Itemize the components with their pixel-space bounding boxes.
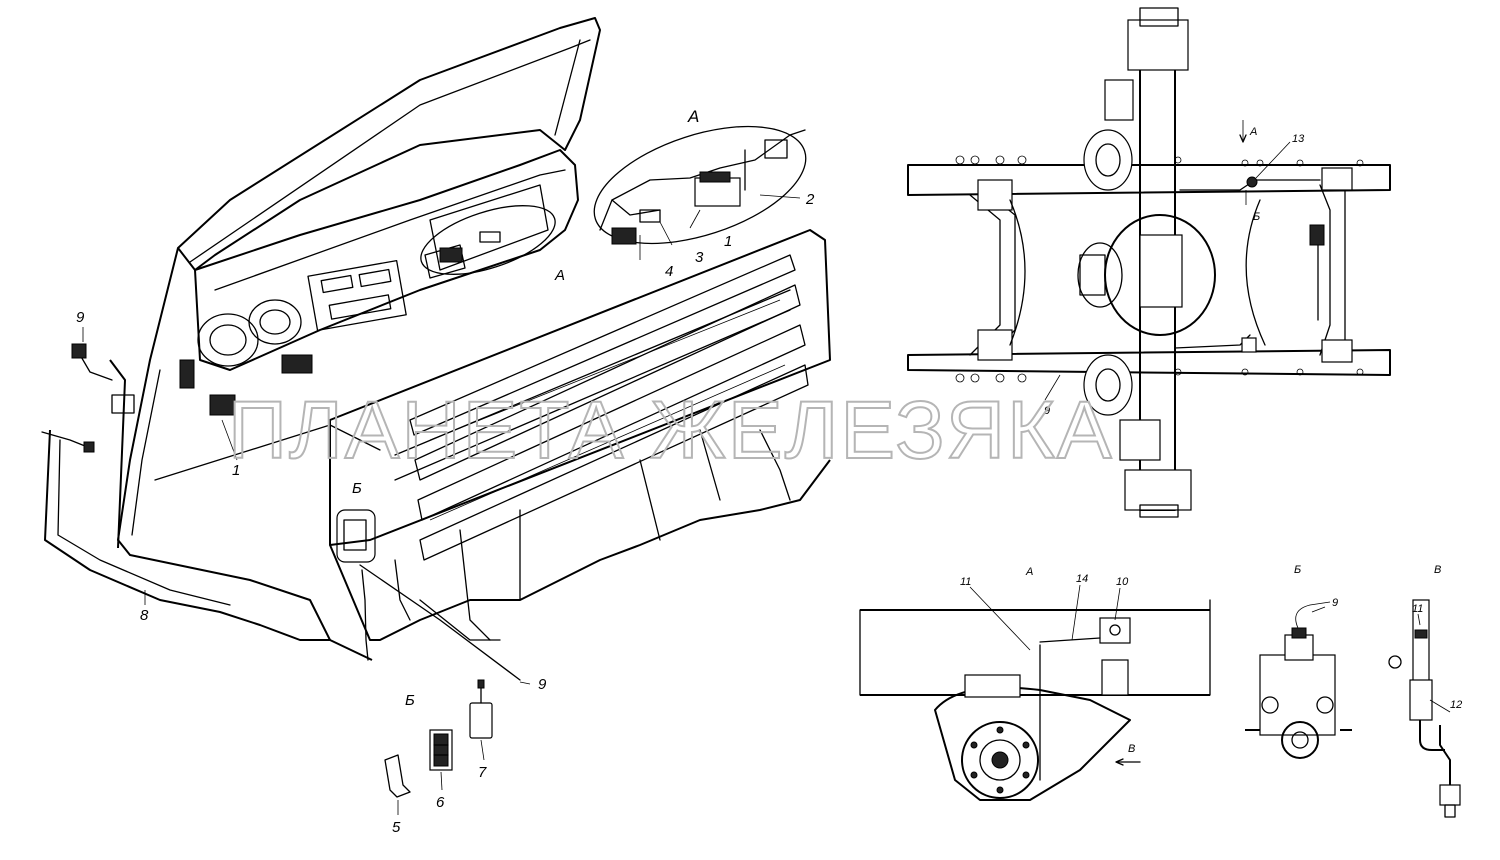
callout-6-parts: 6 <box>436 794 445 811</box>
callout-9-viewB: 9 <box>1332 597 1338 609</box>
chassis-plan-view <box>907 7 1391 518</box>
callout-12-viewV: 12 <box>1450 699 1462 711</box>
cab-rear-panel <box>329 229 831 641</box>
callout-11-viewV: 11 <box>1412 603 1423 615</box>
view-B-title: Б <box>1294 564 1301 576</box>
callout-1-cab: 1 <box>232 462 240 479</box>
callout-5-parts: 5 <box>392 819 401 836</box>
detail-marker-A: А <box>554 267 565 284</box>
callout-9-parts: 9 <box>538 676 547 693</box>
detail-A-harness <box>593 125 807 260</box>
callout-1-detailA: 1 <box>724 233 732 250</box>
view-A-title: А <box>1025 566 1033 578</box>
view-A <box>859 584 1211 801</box>
callout-13-chassis: 13 <box>1292 133 1305 145</box>
detail-A-title: А <box>687 107 699 126</box>
chassis-view-arrow-A: А <box>1249 126 1257 138</box>
callout-8-cab: 8 <box>140 607 149 624</box>
callout-14-viewA: 14 <box>1076 573 1088 585</box>
view-A-arrow-V: В <box>1128 743 1135 755</box>
callout-7-parts: 7 <box>478 764 487 781</box>
callout-leaders <box>82 327 1421 685</box>
callout-4-detailA: 4 <box>665 263 673 280</box>
callout-3-detailA: 3 <box>695 249 704 266</box>
detail-marker-B: Б <box>352 480 362 497</box>
callout-labels: 9 1 8 А Б А 2 1 3 4 Б 9 7 6 5 А Б 13 9 А… <box>76 107 1462 836</box>
callout-2-detailA: 2 <box>805 191 815 208</box>
cab-dashboard-view <box>41 17 601 681</box>
view-V <box>1388 599 1461 818</box>
detail-B-parts-title: Б <box>405 692 415 709</box>
watermark: ПЛАНЕТА ЖЕЛЕЗЯКА <box>228 385 1114 476</box>
chassis-section-B: Б <box>1253 211 1260 223</box>
view-B <box>1245 601 1352 759</box>
callout-11-viewA: 11 <box>960 576 971 588</box>
callout-9-cab: 9 <box>76 309 85 326</box>
callout-9-chassis: 9 <box>1044 405 1050 417</box>
view-V-title: В <box>1434 564 1441 576</box>
callout-10-viewA: 10 <box>1116 576 1129 588</box>
detail-B-parts <box>384 679 493 815</box>
